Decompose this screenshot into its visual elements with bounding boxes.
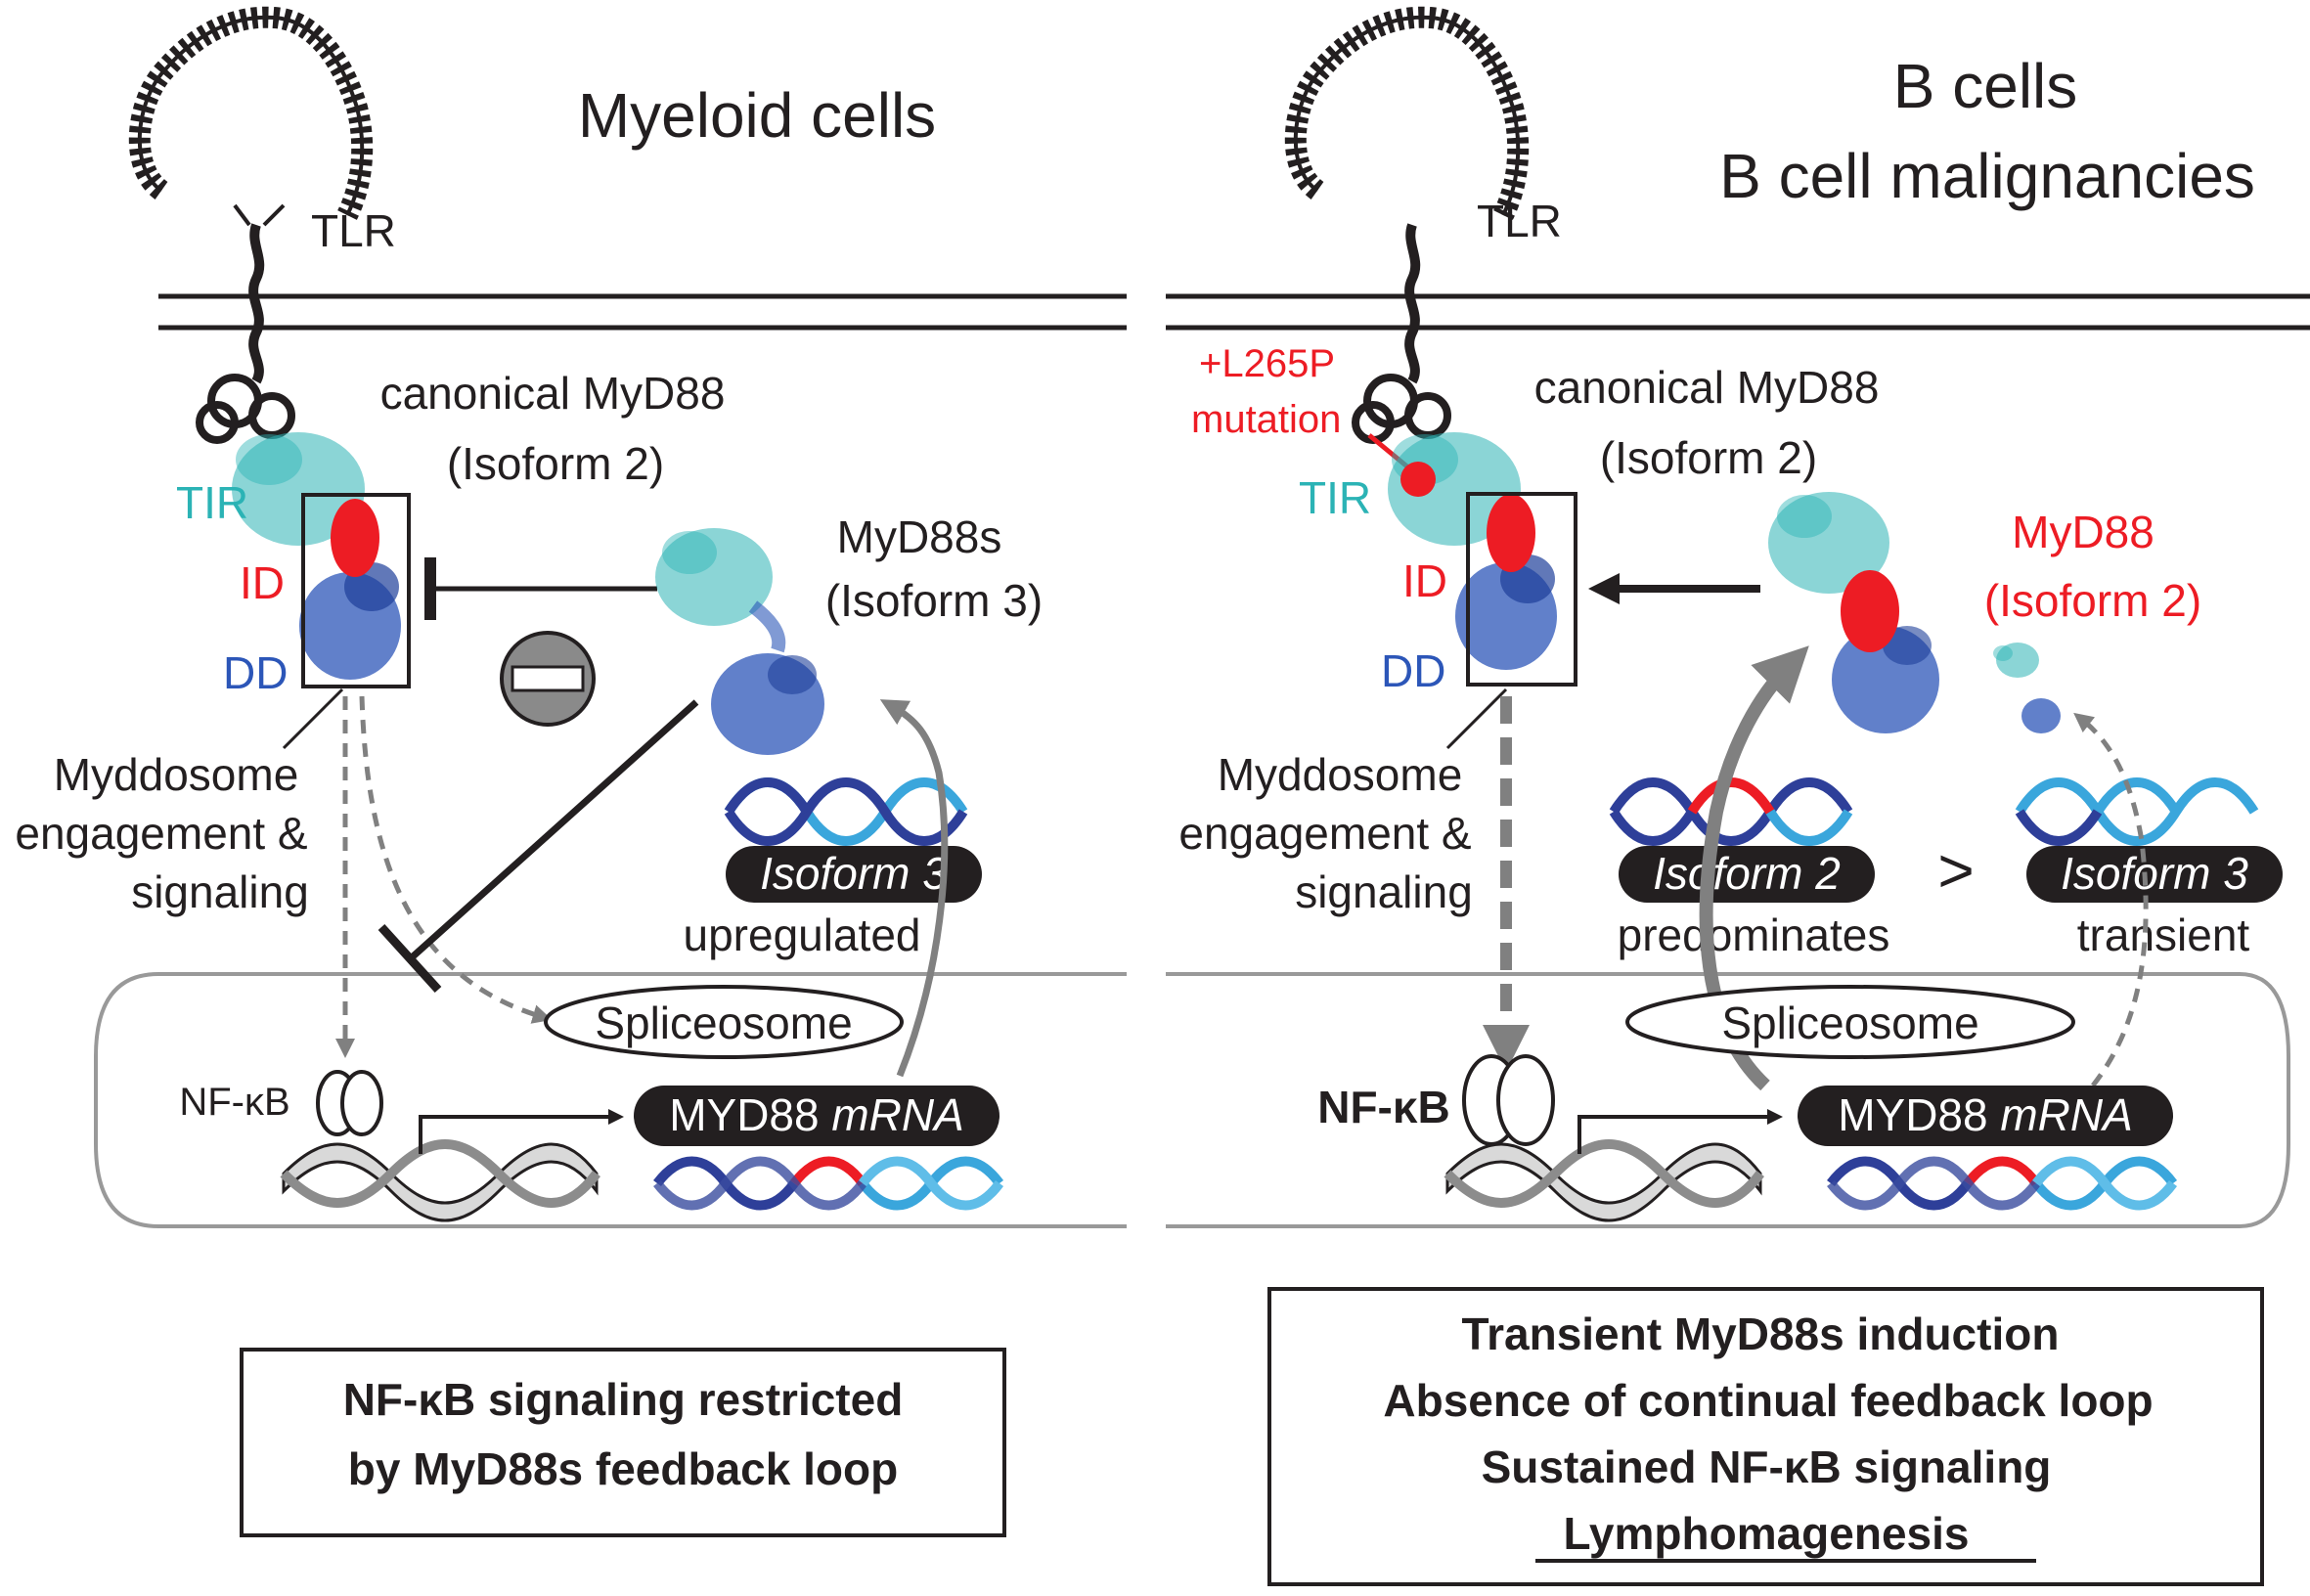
left-myddosome-leader: [282, 687, 344, 750]
right-canonical-myd88-protein: [1388, 432, 1577, 687]
left-inhibition-tbar: [378, 699, 699, 994]
right-myddosome-line1: Myddosome: [1218, 749, 1463, 800]
left-nucleus: [94, 972, 1127, 1228]
right-transcription-arrow: [1577, 1109, 1783, 1154]
svg-text:NF-κB signaling restricted: NF-κB signaling restricted: [343, 1374, 904, 1425]
svg-text:MYD88 mRNA: MYD88 mRNA: [1838, 1089, 2133, 1140]
right-canonical-line1: canonical MyD88: [1534, 362, 1880, 413]
right-small-myd88s-protein: [1993, 643, 2061, 733]
right-canonical-line2: (Isoform 2): [1600, 432, 1817, 483]
right-tir-domain: [1388, 432, 1521, 546]
right-myd88-red-line2: (Isoform 2): [1984, 575, 2201, 626]
right-myd88-red-line1: MyD88: [2012, 507, 2155, 557]
left-transcription-arrow: [419, 1109, 624, 1154]
right-myddosome-line3: signaling: [1295, 866, 1473, 917]
right-spliceosome: Spliceosome: [1625, 985, 2075, 1059]
right-summary-box: Transient MyD88s induction Absence of co…: [1267, 1287, 2264, 1586]
svg-text:Isoform 3: Isoform 3: [760, 848, 948, 899]
svg-text:MYD88 mRNA: MYD88 mRNA: [669, 1089, 964, 1140]
left-upregulated-label: upregulated: [684, 909, 921, 960]
left-tir-label: TIR: [176, 477, 248, 528]
right-myddosome-leader: [1445, 687, 1508, 750]
svg-text:Isoform 2: Isoform 2: [1653, 848, 1841, 899]
left-myddosome-line1: Myddosome: [54, 749, 299, 800]
svg-text:by MyD88s feedback loop: by MyD88s feedback loop: [348, 1443, 898, 1494]
svg-text:Spliceosome: Spliceosome: [1721, 998, 1978, 1048]
left-myd88s-line2: (Isoform 3): [825, 575, 1043, 626]
left-myddosome-line3: signaling: [131, 866, 309, 917]
right-myddosome-box: [1466, 492, 1577, 687]
svg-text:Transient MyD88s induction: Transient MyD88s induction: [1462, 1308, 2060, 1359]
right-title-line1: B cells: [1893, 51, 2078, 121]
right-mutation-line1: +L265P: [1199, 342, 1335, 385]
right-isoform3-arrow: [2073, 712, 2149, 1087]
left-inhibition-arrow: [424, 557, 657, 620]
right-greater-than: >: [1937, 835, 1974, 906]
right-mutation-line2: mutation: [1191, 398, 1341, 441]
left-dd-label: DD: [223, 647, 288, 698]
svg-text:Isoform 3: Isoform 3: [2061, 848, 2248, 899]
left-canonical-line1: canonical MyD88: [380, 368, 726, 419]
svg-text:Spliceosome: Spliceosome: [595, 998, 852, 1048]
right-mrna-pill: MYD88 mRNA: [1798, 1086, 2173, 1146]
right-mutation-dot: [1400, 462, 1436, 497]
right-nfkb-label: NF-κB: [1317, 1082, 1450, 1132]
right-title-line2: B cell malignancies: [1719, 141, 2255, 211]
right-id-label: ID: [1402, 555, 1447, 606]
left-myd88s-line1: MyD88s: [837, 511, 1002, 562]
left-spliceosome: Spliceosome: [544, 985, 904, 1059]
left-mrna-pill: MYD88 mRNA: [634, 1086, 1000, 1146]
svg-text:Absence of continual feedback: Absence of continual feedback loop: [1383, 1375, 2153, 1426]
left-panel: TLR Myeloid cells canonical MyD88 (Isofo…: [15, 6, 1127, 1537]
left-tlr-label: TLR: [311, 205, 396, 256]
left-tlr-structure: [128, 6, 374, 444]
right-nfkb-dimer-icon: [1462, 1054, 1555, 1146]
left-isoform3-pill: Isoform 3: [726, 846, 982, 903]
right-panel: TLR B cells B cell malignancies +L265P m…: [1166, 6, 2310, 1586]
left-dashed-arrow-spliceosome: [359, 695, 553, 1024]
left-feedback-arrow: [879, 699, 949, 1078]
left-mrna-dna: [653, 1156, 1004, 1211]
right-isoform2-dna: [1609, 777, 1853, 846]
left-myd88s-protein: [655, 528, 824, 755]
right-transient-label: transient: [2077, 909, 2250, 960]
right-free-myd88-protein: [1768, 492, 1939, 733]
right-tir-label: TIR: [1299, 472, 1371, 523]
right-nucleus: [1166, 972, 2290, 1228]
left-gene-dna: [280, 1139, 600, 1222]
right-tlr-label: TLR: [1477, 196, 1562, 246]
right-isoform3-pill: Isoform 3: [2026, 846, 2283, 903]
right-gene-dna: [1444, 1139, 1764, 1222]
right-isoform3-dna: [2015, 777, 2259, 846]
right-predominates-label: predominates: [1618, 909, 1890, 960]
left-title: Myeloid cells: [578, 80, 936, 151]
left-minus-sign-icon: [500, 631, 596, 727]
left-canonical-line2: (Isoform 2): [447, 438, 664, 489]
left-myddosome-line2: engagement &: [15, 808, 307, 859]
left-id-label: ID: [240, 557, 285, 608]
svg-text:Sustained NF-κB signaling: Sustained NF-κB signaling: [1482, 1441, 2052, 1492]
right-isoform2-pill: Isoform 2: [1619, 846, 1875, 903]
right-mrna-dna: [1827, 1156, 2178, 1211]
svg-text:Lymphomagenesis: Lymphomagenesis: [1564, 1508, 1970, 1559]
left-nfkb-label: NF-κB: [179, 1081, 289, 1124]
left-nfkb-dimer-icon: [316, 1070, 383, 1136]
right-dd-label: DD: [1381, 645, 1445, 696]
left-id-domain: [331, 499, 379, 577]
right-id-domain: [1487, 494, 1535, 572]
left-canonical-myd88-protein: [232, 432, 411, 688]
right-myddosome-line2: engagement &: [1178, 808, 1471, 859]
left-tir-domain: [232, 432, 365, 546]
left-isoform3-dna: [724, 777, 968, 846]
left-summary-box: NF-κB signaling restricted by MyD88s fee…: [240, 1348, 1006, 1537]
left-myddosome-box: [301, 493, 411, 688]
